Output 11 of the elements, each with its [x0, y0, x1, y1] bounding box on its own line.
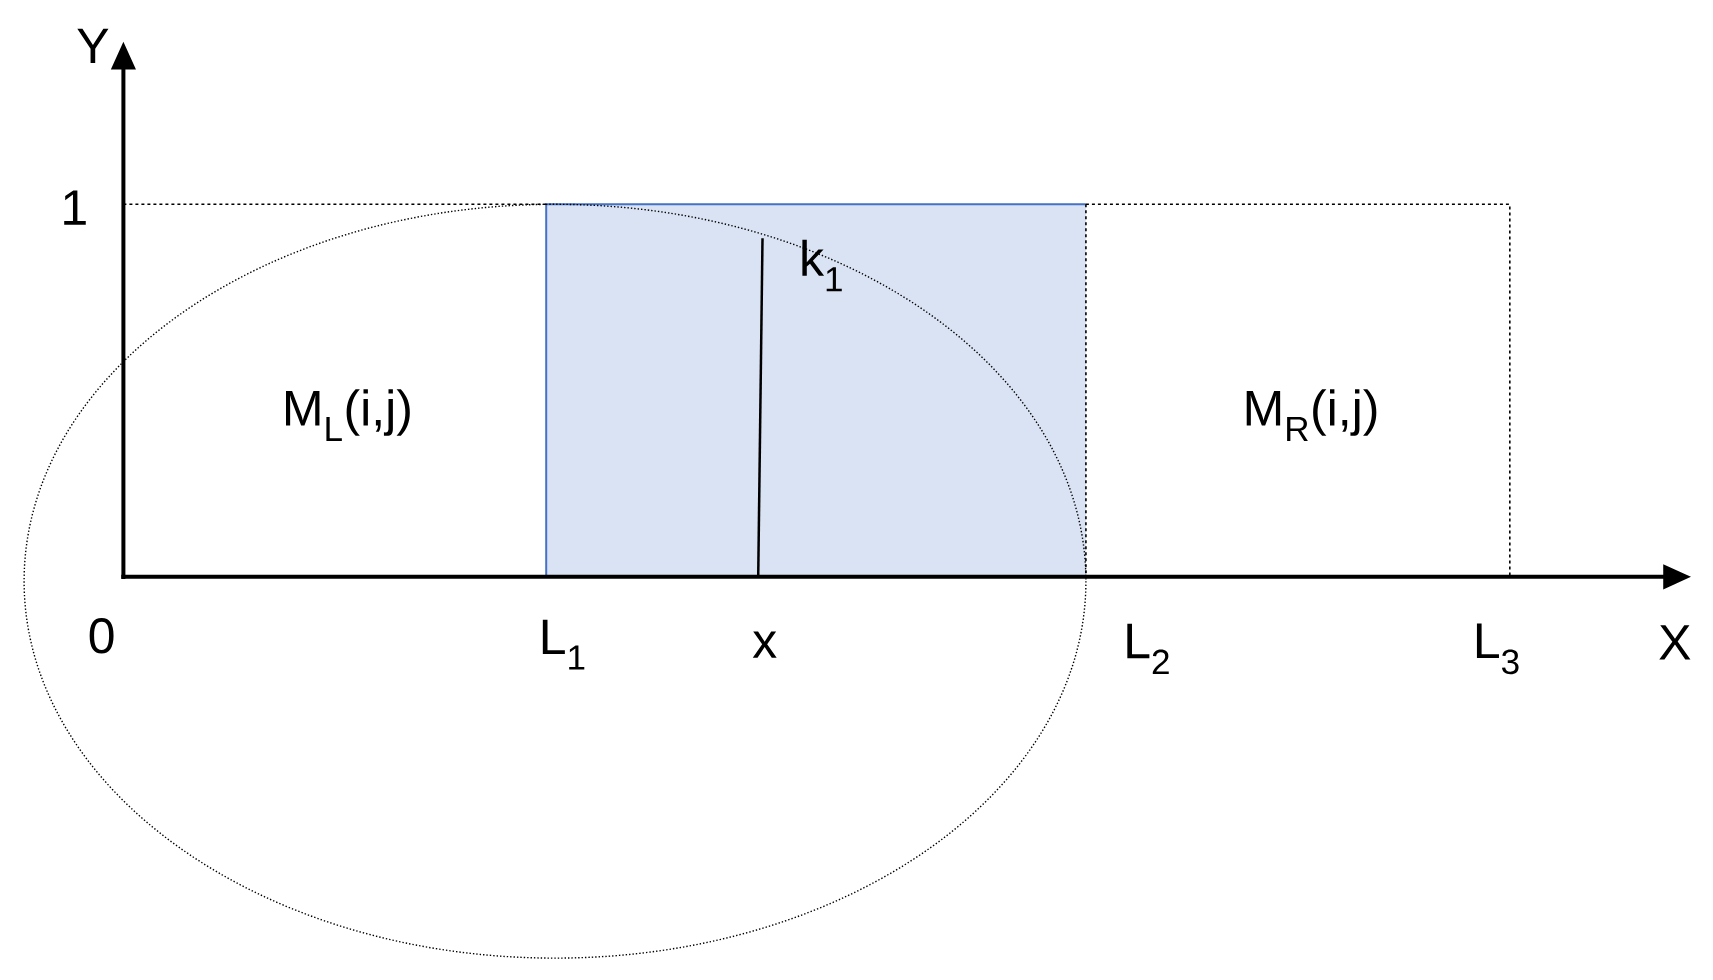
tick-label: 1: [64, 190, 86, 225]
tick-label: 0: [89, 618, 114, 654]
curve-label: k$_{1}$: [802, 239, 842, 292]
region-label: M$_{L}$(i,j): [286, 389, 410, 441]
axis-label: Y: [77, 28, 109, 64]
tick-label: x: [752, 631, 777, 658]
axis-label: X: [1659, 625, 1691, 660]
tick-label: L$_{1}$: [542, 619, 585, 670]
region-label: M$_{R}$(i,j): [1246, 389, 1377, 441]
tick-label: L$_{2}$: [1127, 623, 1169, 675]
tick-label: L$_{3}$: [1476, 623, 1519, 675]
